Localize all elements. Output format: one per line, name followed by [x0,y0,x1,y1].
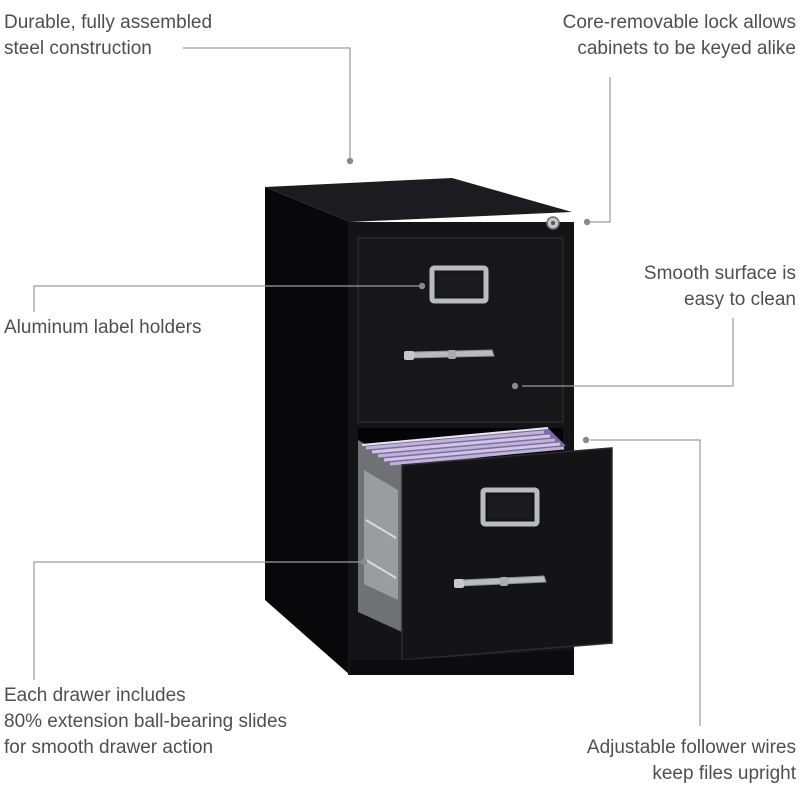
callout-steel-construction: Durable, fully assembled steel construct… [4,10,212,62]
callout-text-line: Durable, fully assembled [4,12,213,33]
callout-text-line: cabinets to be keyed alike [577,38,796,59]
callout-text-line: Smooth surface is [643,263,796,284]
bottom-drawer-face [401,447,613,661]
leader-dot-slides [360,558,368,566]
top-handle-left-mount [404,351,414,360]
cabinet-top-panel [265,178,572,222]
callout-text-line: keep files upright [652,763,796,784]
bottom-handle-left-mount [454,579,464,588]
leader-steel [183,47,351,158]
leader-dot-follower [582,436,590,444]
cabinet-base [350,650,574,675]
ball-bearing-slide [364,470,398,600]
top-label-window [437,273,481,296]
leader-dot-label-holders [418,282,426,290]
slide-rail-highlight-2 [365,559,397,579]
leader-follower [590,439,701,726]
leader-label-holders [33,285,420,312]
leader-slides [33,561,362,680]
bottom-handle-center-mount [500,577,508,586]
callout-text-line: Aluminum label holders [4,317,202,338]
callout-lock: Core-removable lock allows cabinets to b… [563,10,796,62]
callout-text-line: 80% extension ball-bearing slides [4,711,288,732]
callout-text-line: for smooth drawer action [4,737,214,758]
top-handle-center-mount [448,350,456,359]
callout-text-line: Core-removable lock allows [562,12,796,33]
callout-follower-wires: Adjustable follower wires keep files upr… [587,735,796,787]
leader-surface [522,318,734,387]
callout-text-line: steel construction [4,38,152,59]
cabinet-side-panel [265,187,350,675]
callout-label-holders: Aluminum label holders [4,315,202,341]
callout-text-line: Adjustable follower wires [586,737,796,758]
leader-dot-lock [583,218,591,226]
leader-dot-steel [346,157,354,165]
lock-keyhole [551,221,555,225]
bottom-label-window [488,495,532,519]
callout-text-line: Each drawer includes [4,685,186,706]
slide-rail-highlight [365,519,397,539]
callout-text-line: easy to clean [684,289,796,310]
top-label-holder [429,265,489,304]
leader-lock [590,77,611,223]
leader-dot-surface [511,382,519,390]
callout-smooth-surface: Smooth surface is easy to clean [644,261,796,313]
bottom-label-holder [480,487,540,527]
callout-ball-bearing-slides: Each drawer includes 80% extension ball-… [4,683,287,761]
hanging-folders [361,427,566,468]
